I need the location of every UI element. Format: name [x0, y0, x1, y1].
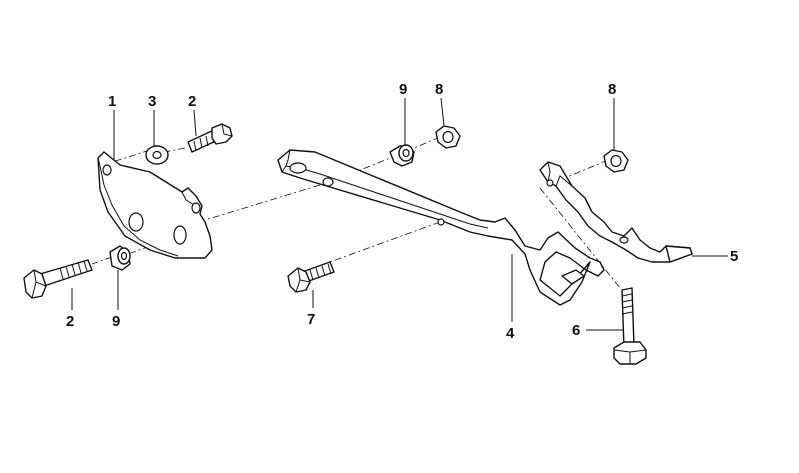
- callout-labels: 1 3 2 9 8 8 5 2 9 7 4 6: [66, 81, 738, 342]
- callout-2-top: 2: [188, 93, 196, 110]
- callout-1: 1: [108, 93, 116, 110]
- cross-bracket-part-4[interactable]: [277, 149, 605, 306]
- sleeve-part-9-top[interactable]: [389, 144, 415, 167]
- callout-9-bottom: 9: [112, 313, 120, 330]
- bolt-part-2-top[interactable]: [187, 123, 233, 153]
- callout-3: 3: [148, 93, 156, 110]
- sleeve-part-9-left[interactable]: [109, 245, 131, 271]
- callout-4: 4: [506, 325, 515, 342]
- leader-lines: [71, 97, 728, 331]
- nut-part-8-left[interactable]: [435, 125, 461, 149]
- callout-7: 7: [307, 311, 315, 328]
- bolt-part-7[interactable]: [287, 261, 335, 293]
- callout-6: 6: [572, 322, 580, 339]
- callout-2-bottom: 2: [66, 313, 74, 330]
- nut-part-8-right[interactable]: [603, 149, 629, 173]
- bracket-plate-part-1[interactable]: [97, 151, 213, 259]
- strap-bracket-part-5[interactable]: [539, 161, 693, 263]
- washer-part-3[interactable]: [145, 145, 169, 165]
- callout-8-left: 8: [435, 81, 443, 98]
- bolt-part-2-bottom[interactable]: [23, 259, 93, 299]
- callout-8-right: 8: [608, 81, 616, 98]
- callout-5: 5: [730, 248, 738, 265]
- callout-9-top: 9: [399, 81, 407, 98]
- long-bolt-part-6[interactable]: [613, 287, 647, 365]
